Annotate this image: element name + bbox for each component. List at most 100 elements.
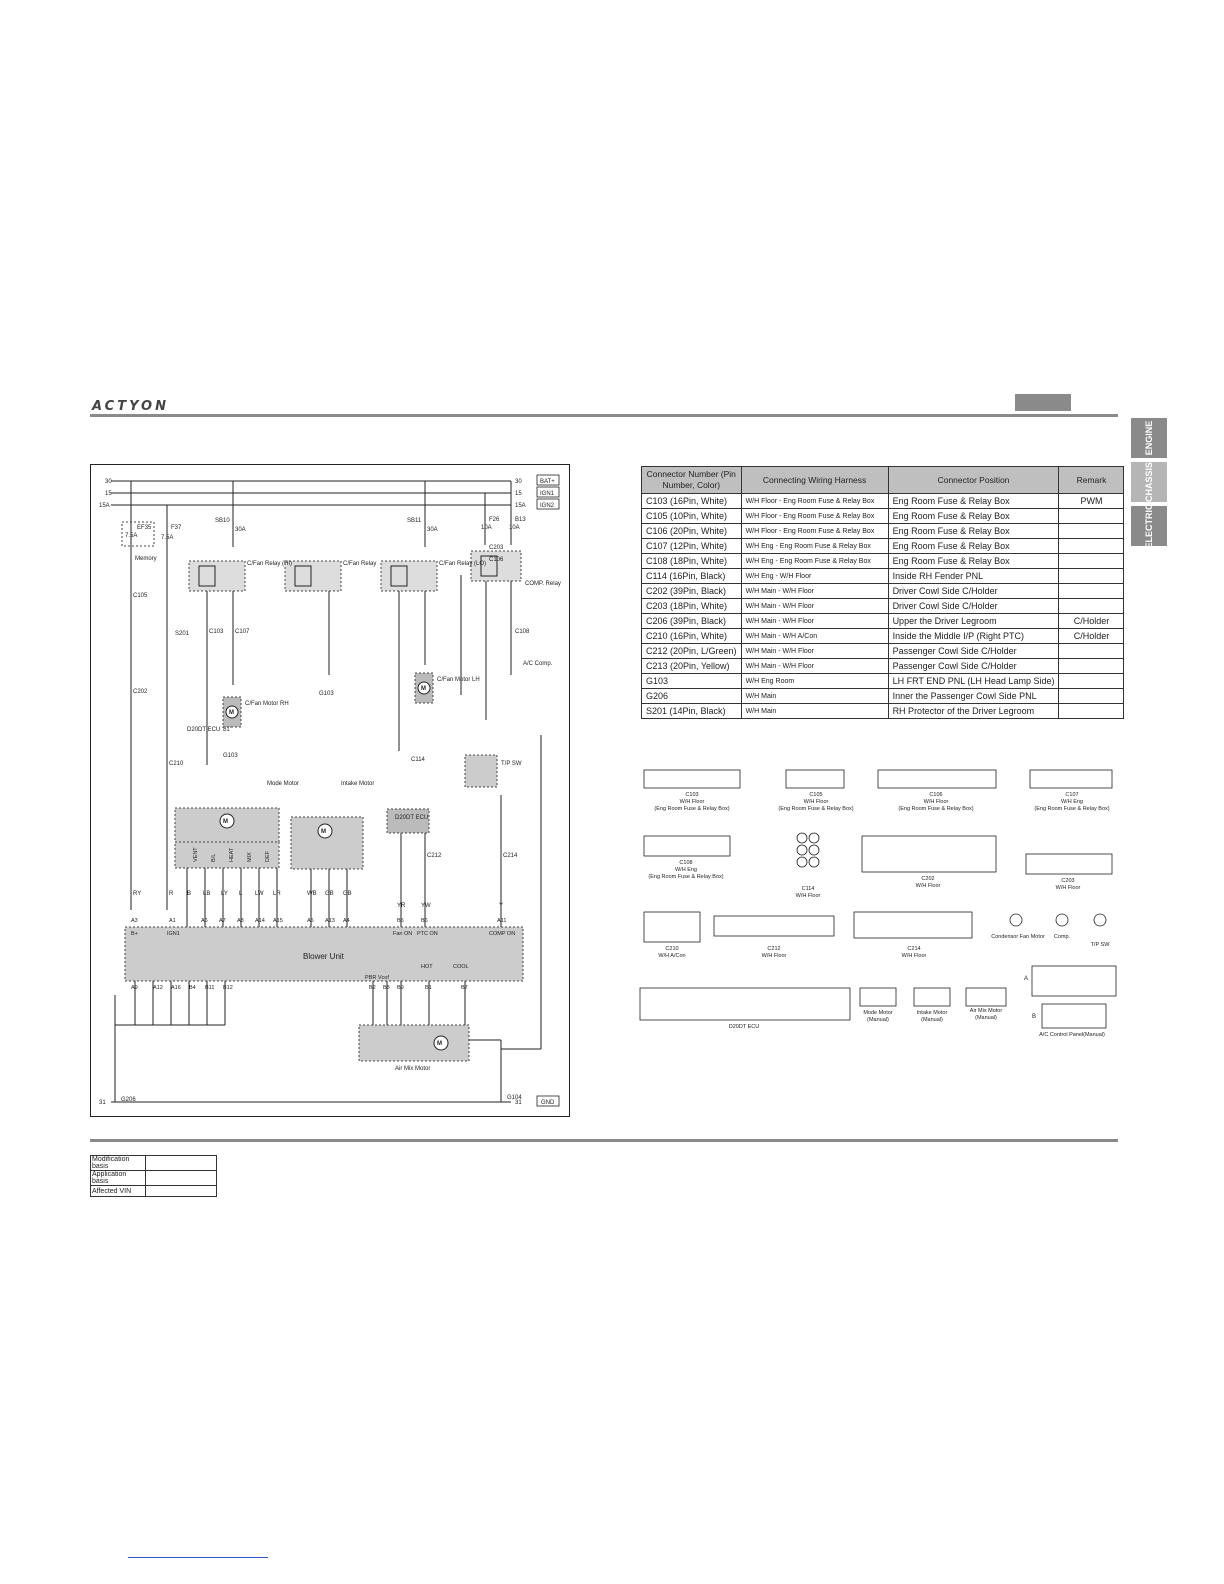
pin-b5: B5 (397, 918, 404, 924)
pin-c108: C108 (679, 860, 692, 866)
table-cell: Eng Room Fuse & Relay Box (887, 553, 1060, 569)
pin-a8: A8 (237, 918, 244, 924)
col-connector: Connector Number (Pin Number, Color) (641, 466, 742, 494)
conn-c105: C105 (133, 593, 148, 599)
table-cell: Driver Cowl Side C/Holder (887, 583, 1060, 599)
table-row: C106 (20Pin, White)W/H Floor - Eng Room … (641, 523, 1125, 539)
wire-l: L (239, 891, 243, 897)
table-cell (1058, 688, 1125, 704)
connector-pin-views: C103 W/H Floor (Eng Room Fuse & Relay Bo… (636, 766, 1120, 1046)
pin-c106: C106 (929, 792, 942, 798)
brand-logo: ACTYON (92, 399, 169, 414)
svg-text:M: M (223, 819, 228, 825)
table-cell: W/H Main - W/H Floor (740, 583, 889, 599)
pin-a13: A13 (325, 918, 335, 924)
fuse-ef35-amp: 7.5A (125, 533, 137, 539)
ground-g104: G104 (507, 1095, 522, 1101)
table-cell: C106 (20Pin, White) (641, 523, 742, 539)
pin-b12: B12 (223, 985, 233, 991)
pin-b8: B8 (383, 985, 390, 991)
table-cell: C/Holder (1058, 613, 1125, 629)
rail-15-left: 15 (105, 491, 112, 497)
pin-c210-sub1: W/H A/Con (658, 953, 685, 959)
relay-comp-label: COMP. Relay (525, 581, 561, 587)
tab-electric[interactable]: ELECTRIC (1131, 503, 1167, 549)
tag-ign1: IGN1 (540, 491, 555, 497)
table-cell: Inner the Passenger Cowl Side PNL (887, 688, 1060, 704)
svg-text:M: M (229, 710, 234, 716)
fuse-b13: B13 (515, 517, 526, 523)
pin-comp: Comp. (1054, 934, 1071, 940)
table-cell: Eng Room Fuse & Relay Box (887, 508, 1060, 524)
table-cell: C105 (10Pin, White) (641, 508, 742, 524)
relay-mid-label: C/Fan Relay (343, 561, 376, 567)
table-cell: Eng Room Fuse & Relay Box (887, 493, 1060, 509)
col-position: Connector Position (887, 466, 1060, 494)
table-cell: W/H Eng - W/H Floor (740, 568, 889, 584)
table-cell: W/H Eng - Eng Room Fuse & Relay Box (740, 553, 889, 569)
intake-motor-label: Intake Motor (341, 781, 374, 787)
pin-c202-sub1: W/H Floor (916, 883, 941, 889)
pin-b2: B2 (369, 985, 376, 991)
table-cell: W/H Floor - Eng Room Fuse & Relay Box (740, 493, 889, 509)
table-cell (1058, 658, 1125, 674)
tab-chassis[interactable]: CHASSIS (1131, 462, 1167, 502)
tab-engine[interactable]: ENGINE (1131, 418, 1167, 458)
table-cell (1058, 583, 1125, 599)
table-cell: W/H Main - W/H A/Con (740, 628, 889, 644)
tab-label: ELECTRIC (1144, 503, 1154, 549)
table-row: C108 (18Pin, White)W/H Eng - Eng Room Fu… (641, 553, 1125, 569)
table-cell: Eng Room Fuse & Relay Box (887, 538, 1060, 554)
wire-lr: LR (273, 891, 281, 897)
wire-r: R (169, 891, 174, 897)
pin-a11: A11 (497, 918, 506, 924)
table-cell (1058, 673, 1125, 689)
table-row: C105 (10Pin, White)W/H Floor - Eng Room … (641, 508, 1125, 524)
fuse-f26: F26 (489, 517, 500, 523)
pin-c107-sub1: W/H Eng (1061, 799, 1083, 805)
table-cell: C202 (39Pin, Black) (641, 583, 742, 599)
pin-c108-sub1: W/H Eng (675, 867, 697, 873)
fan-rh-label: C/Fan Motor RH (245, 701, 289, 707)
table-cell: RH Protector of the Driver Legroom (887, 703, 1060, 719)
table-cell: W/H Main - W/H Floor (740, 643, 889, 659)
pin-intake-motor: Intake Motor (917, 1010, 948, 1016)
bu-pbr: PBR Vcof (365, 975, 389, 981)
pin-a16: A16 (171, 985, 181, 991)
tpsw-label: T/P SW (501, 761, 522, 767)
pin-c212-sub1: W/H Floor (762, 953, 787, 959)
wire-gb1: GB (325, 891, 334, 897)
conn-c214: C214 (503, 853, 518, 859)
bu-fan-on: Fan ON (393, 931, 412, 937)
table-cell: C213 (20Pin, Yellow) (641, 658, 742, 674)
pin-airmix-motor: Air Mix Motor (970, 1008, 1003, 1014)
table-cell: W/H Eng - Eng Room Fuse & Relay Box (740, 538, 889, 554)
table-cell: W/H Main (740, 703, 889, 719)
fan-lh-label: C/Fan Motor LH (437, 677, 480, 683)
header-section-box (1015, 394, 1071, 411)
fuse-b13-amp: 10A (509, 525, 520, 531)
mode-heat: HEAT (229, 847, 235, 862)
table-cell: C103 (16Pin, White) (641, 493, 742, 509)
ac-comp-label: A/C Comp. (523, 661, 553, 667)
tag-bat: BAT+ (540, 479, 555, 485)
vin-value (145, 1185, 217, 1197)
table-cell: W/H Main - W/H Floor (740, 598, 889, 614)
tag-ign2: IGN2 (540, 503, 555, 509)
footer-rule (90, 1139, 1118, 1142)
pin-a5: A5 (307, 918, 314, 924)
pin-c114: C114 (802, 886, 815, 892)
fuse-f37: F37 (171, 525, 182, 531)
svg-text:M: M (321, 829, 326, 835)
pin-a12: A12 (153, 985, 163, 991)
relay-hi-label: C/Fan Relay (HI) (247, 561, 292, 567)
pin-a7: A7 (219, 918, 226, 924)
fuse-f37-amp: 7.5A (161, 535, 173, 541)
wire-y: Y (499, 903, 503, 909)
wire-yr: YR (397, 903, 406, 909)
table-cell: C212 (20Pin, L/Green) (641, 643, 742, 659)
